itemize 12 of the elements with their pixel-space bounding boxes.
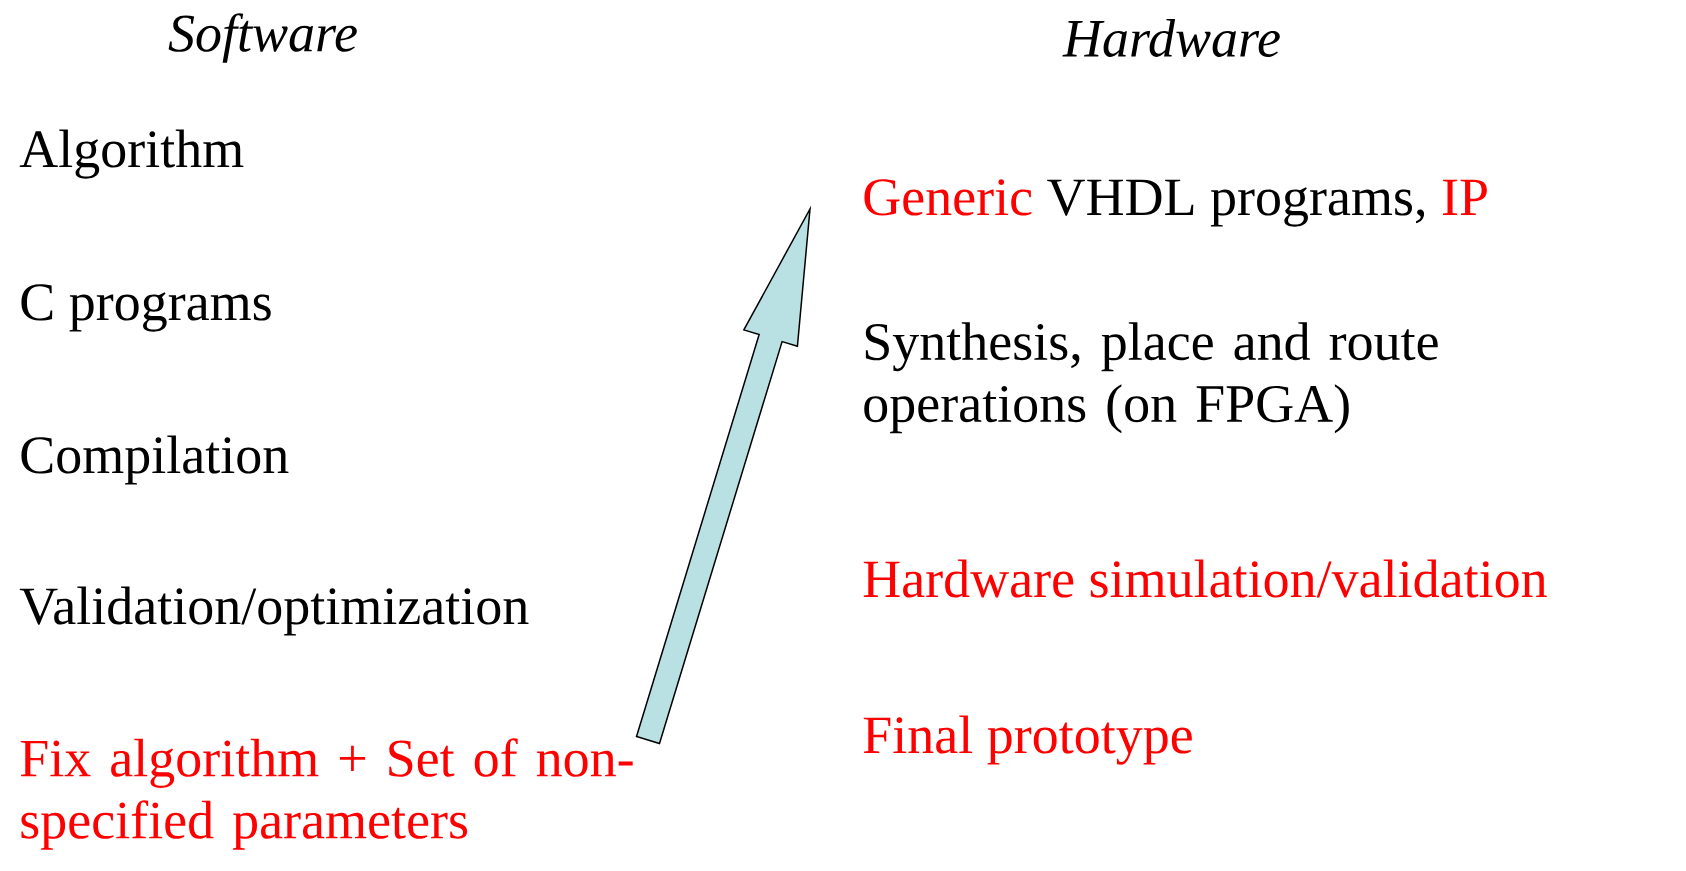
column-heading: Hardware — [1062, 19, 1280, 57]
column-heading: Software — [168, 13, 357, 63]
step-text: Compilation — [21, 435, 289, 485]
step-text: Fix algorithm + Set of non-specified parameters — [20, 738, 633, 850]
step-text: Validation/optimization — [19, 586, 529, 636]
step-text: Algorithm — [19, 129, 244, 179]
step-text: Final prototype — [863, 715, 1192, 765]
step-text: Generic VHDL programs, IP — [864, 179, 1487, 227]
block-arrow — [635, 205, 812, 745]
step-text: C programs — [21, 284, 271, 332]
step-text: Synthesis, place and route operations (on FPGA) — [864, 322, 1438, 434]
step-text: Hardware simulation/validation — [863, 559, 1547, 598]
